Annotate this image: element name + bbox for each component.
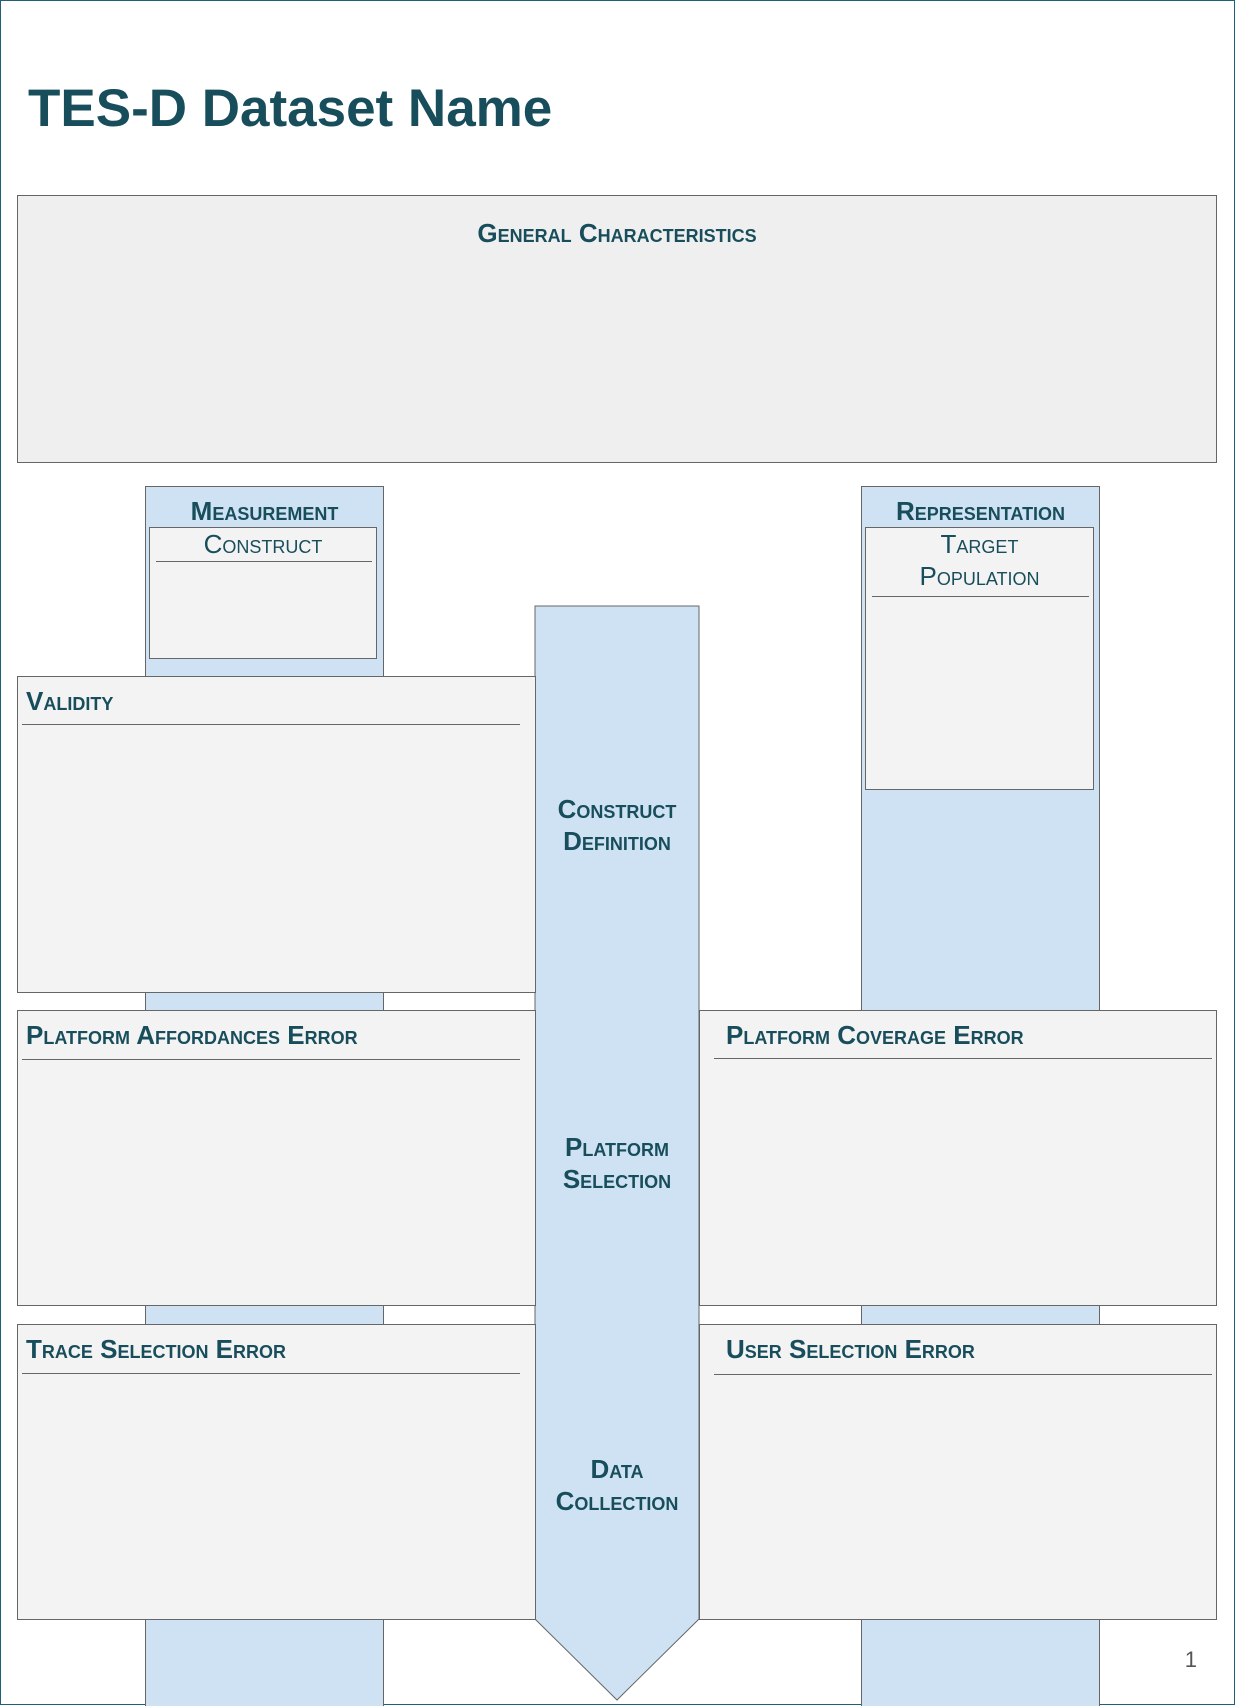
representation-heading: Representation (895, 496, 1066, 526)
platform-affordances-error-box: Platform Affordances Error (17, 1010, 536, 1306)
platform-selection-label: Platform Selection (562, 1132, 672, 1194)
general-characteristics-box: General Characteristics (17, 195, 1217, 463)
trace-selection-error-box: Trace Selection Error (17, 1324, 536, 1620)
construct-rule (156, 561, 372, 562)
construct-definition-label: Construct Definition (557, 794, 677, 856)
data-collection-label: Data Collection (555, 1454, 679, 1516)
platform-coverage-error-heading: Platform Coverage Error (726, 1020, 1024, 1050)
validity-box: Validity (17, 676, 536, 993)
platform-affordances-error-heading: Platform Affordances Error (26, 1020, 358, 1050)
page-number: 1 (1184, 1647, 1197, 1672)
trace-selection-error-heading: Trace Selection Error (26, 1334, 287, 1364)
validity-heading: Validity (26, 686, 114, 716)
platform-coverage-error-box: Platform Coverage Error (699, 1010, 1217, 1306)
measurement-heading: Measurement (190, 496, 339, 526)
trace-selection-error-rule (22, 1373, 520, 1374)
target-population-box: Target Population (865, 527, 1094, 790)
platform-affordances-error-rule (22, 1059, 520, 1060)
general-characteristics-heading: General Characteristics (477, 218, 757, 248)
construct-label: Construct (203, 529, 323, 559)
user-selection-error-rule (714, 1374, 1212, 1375)
target-population-label: Target Population (919, 529, 1040, 591)
construct-box: Construct (149, 527, 377, 659)
user-selection-error-box: User Selection Error (699, 1324, 1217, 1620)
platform-coverage-error-rule (714, 1058, 1212, 1059)
user-selection-error-heading: User Selection Error (726, 1334, 975, 1364)
validity-rule (22, 724, 520, 725)
target-population-rule (872, 596, 1089, 597)
page-title: TES-D Dataset Name (28, 79, 553, 138)
